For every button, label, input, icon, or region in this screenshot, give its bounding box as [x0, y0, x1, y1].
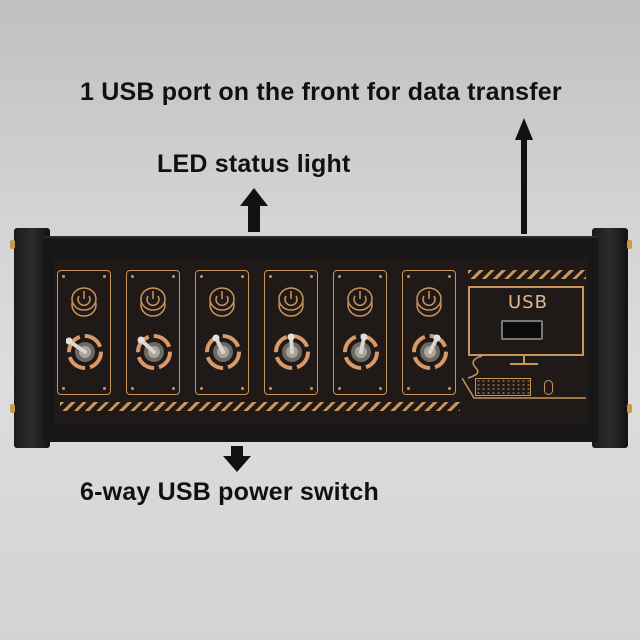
usb-port[interactable]: [501, 320, 543, 340]
screw: [627, 240, 632, 249]
switch-module-6: [402, 270, 456, 395]
arrow-down-icon: [223, 446, 251, 472]
toggle-switch-2[interactable]: [135, 333, 173, 371]
screw: [627, 404, 632, 413]
switch-module-1: [57, 270, 111, 395]
arrow-up-icon: [515, 118, 533, 234]
usb-label: USB: [508, 292, 548, 313]
toggle-switch-4[interactable]: [273, 333, 311, 371]
mouse-graphic: [544, 380, 553, 395]
usb-switch-hub: USB: [10, 228, 632, 448]
screw: [10, 240, 15, 249]
switch-module-2: [126, 270, 180, 395]
toggle-switch-6[interactable]: [411, 333, 449, 371]
toggle-switch-3[interactable]: [204, 333, 242, 371]
right-endcap: [592, 228, 632, 448]
monitor-graphic: USB: [468, 286, 584, 356]
switch-module-5: [333, 270, 387, 395]
circuit-trace-graphic: [462, 355, 586, 399]
caption-led-status: LED status light: [157, 150, 351, 178]
keyboard-graphic: [475, 378, 531, 396]
power-led-icon: [416, 287, 442, 317]
toggle-switch-1[interactable]: [66, 333, 104, 371]
switch-module-3: [195, 270, 249, 395]
screw: [10, 404, 15, 413]
switch-module-4: [264, 270, 318, 395]
caption-power-switch: 6-way USB power switch: [80, 478, 379, 506]
device-body: USB: [44, 236, 598, 442]
arrow-up-icon: [240, 188, 268, 232]
toggle-switch-5[interactable]: [342, 333, 380, 371]
caption-usb-port: 1 USB port on the front for data transfe…: [80, 78, 562, 106]
front-panel: USB: [54, 258, 588, 424]
power-led-icon: [347, 287, 373, 317]
hazard-stripe-top: [468, 270, 586, 279]
power-led-icon: [140, 287, 166, 317]
hazard-stripe-bottom: [60, 402, 460, 411]
power-led-icon: [71, 287, 97, 317]
power-led-icon: [278, 287, 304, 317]
power-led-icon: [209, 287, 235, 317]
